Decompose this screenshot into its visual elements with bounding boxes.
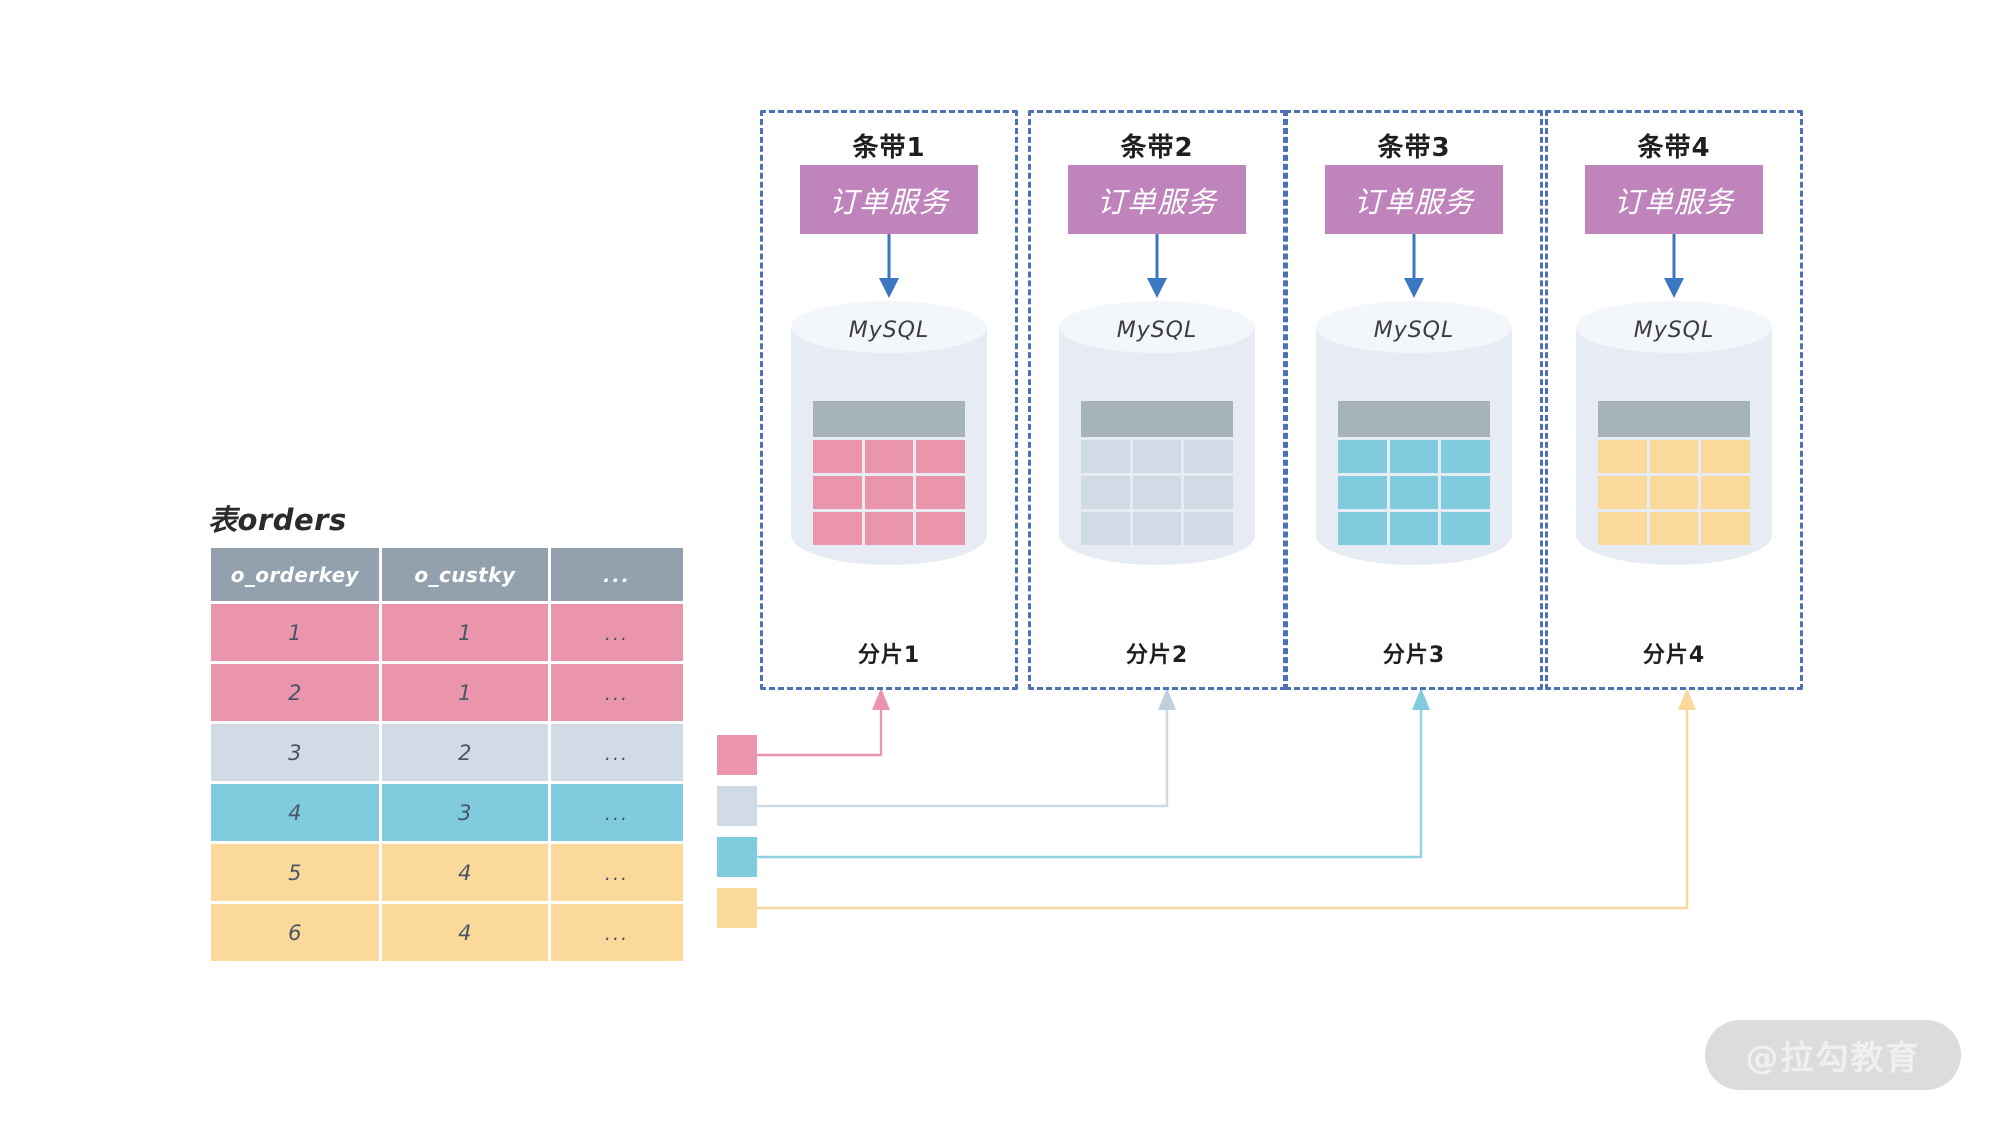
stripe-panel-1[interactable]: 条带1 订单服务 MySQL 分片1 [760, 110, 1018, 690]
shard-table-header [1338, 401, 1490, 437]
cell-orderkey: 3 [211, 724, 379, 781]
shard-table-row [1598, 512, 1751, 545]
db-label-4: MySQL [1633, 318, 1715, 343]
legend-swatch-shard4 [717, 888, 757, 928]
shard-table-1 [813, 401, 966, 548]
shard-table-3 [1338, 401, 1491, 548]
stripe-title-1: 条带1 [852, 133, 926, 163]
shard-label-3: 分片3 [1382, 643, 1446, 668]
ellipsis-icon: ... [604, 622, 630, 645]
cell-custky: 1 [381, 664, 548, 721]
table-header-row: o_orderkey o_custky ... [211, 548, 683, 601]
cylinder-top [791, 301, 987, 353]
ellipsis-icon: ... [604, 862, 630, 885]
shard-table-row [1081, 476, 1234, 509]
db-label-1: MySQL [848, 318, 930, 343]
shard-table-row [1598, 440, 1751, 473]
shard-table-row [1338, 512, 1491, 545]
shard-table-row [813, 440, 966, 473]
col-header-custky: o_custky [381, 548, 548, 601]
cell-more: ... [550, 724, 683, 781]
database-cylinder-3: MySQL [1316, 301, 1512, 591]
database-cylinder-2: MySQL [1059, 301, 1255, 591]
database-cylinder-4: MySQL [1576, 301, 1772, 591]
stripe-panel-4[interactable]: 条带4 订单服务 MySQL 分片4 [1545, 110, 1803, 690]
cell-orderkey: 5 [211, 844, 379, 901]
watermark: @拉勾教育 [1705, 1020, 1961, 1090]
connector-shard1 [757, 688, 890, 757]
legend-swatch-shard1 [717, 735, 757, 775]
stripe-title-4: 条带4 [1637, 133, 1711, 163]
shard-table-2 [1081, 401, 1234, 548]
shard-table-4 [1598, 401, 1751, 548]
shard-table-row [813, 476, 966, 509]
db-label-3: MySQL [1373, 318, 1455, 343]
cell-custky: 4 [381, 844, 548, 901]
shard-table-row [1338, 476, 1491, 509]
shard-table-row [1081, 440, 1234, 473]
service-box-2[interactable]: 订单服务 [1068, 165, 1246, 234]
ellipsis-icon: ... [604, 922, 630, 945]
shard-table-row [1338, 440, 1491, 473]
service-box-3[interactable]: 订单服务 [1325, 165, 1503, 234]
legend-swatch-shard2 [717, 786, 757, 826]
connector-shard3 [757, 688, 1430, 859]
shard-table-row [1081, 512, 1234, 545]
cell-custky: 3 [381, 784, 548, 841]
connector-shard2 [757, 688, 1176, 808]
connector-shard4 [757, 688, 1696, 910]
ellipsis-icon: ... [604, 802, 630, 825]
service-to-db-arrow-4 [1664, 234, 1684, 298]
shard-label-1: 分片1 [857, 643, 921, 668]
cell-custky: 1 [381, 604, 548, 661]
stripe-panel-3[interactable]: 条带3 订单服务 MySQL 分片3 [1285, 110, 1543, 690]
cell-more: ... [550, 844, 683, 901]
db-label-2: MySQL [1116, 318, 1198, 343]
cylinder-top [1059, 301, 1255, 353]
cell-more: ... [550, 604, 683, 661]
cell-more: ... [550, 664, 683, 721]
database-cylinder-1: MySQL [791, 301, 987, 591]
service-box-1[interactable]: 订单服务 [800, 165, 978, 234]
cylinder-top [1316, 301, 1512, 353]
cell-orderkey: 4 [211, 784, 379, 841]
service-to-db-arrow-2 [1147, 234, 1167, 298]
cylinder-top [1576, 301, 1772, 353]
cell-orderkey: 1 [211, 604, 379, 661]
stripe-title-2: 条带2 [1120, 133, 1194, 163]
col-header-orderkey: o_orderkey [211, 548, 379, 601]
ellipsis-icon: ... [604, 742, 630, 765]
cell-more: ... [550, 784, 683, 841]
service-box-4[interactable]: 订单服务 [1585, 165, 1763, 234]
legend-swatch-shard3 [717, 837, 757, 877]
col-header-more: ... [550, 548, 683, 601]
cell-more: ... [550, 904, 683, 961]
service-to-db-arrow-3 [1404, 234, 1424, 298]
ellipsis-icon: ... [604, 682, 630, 705]
service-to-db-arrow-1 [879, 234, 899, 298]
shard-table-header [1598, 401, 1750, 437]
shard-table-header [1081, 401, 1233, 437]
page-title: 表orders [208, 503, 347, 537]
shard-label-2: 分片2 [1125, 643, 1189, 668]
cell-orderkey: 2 [211, 664, 379, 721]
shard-table-row [1598, 476, 1751, 509]
shard-table-header [813, 401, 965, 437]
cell-orderkey: 6 [211, 904, 379, 961]
cell-custky: 2 [381, 724, 548, 781]
shard-label-4: 分片4 [1642, 643, 1706, 668]
stripe-panel-2[interactable]: 条带2 订单服务 MySQL 分片2 [1028, 110, 1286, 690]
shard-table-row [813, 512, 966, 545]
cell-custky: 4 [381, 904, 548, 961]
stripe-title-3: 条带3 [1377, 133, 1451, 163]
